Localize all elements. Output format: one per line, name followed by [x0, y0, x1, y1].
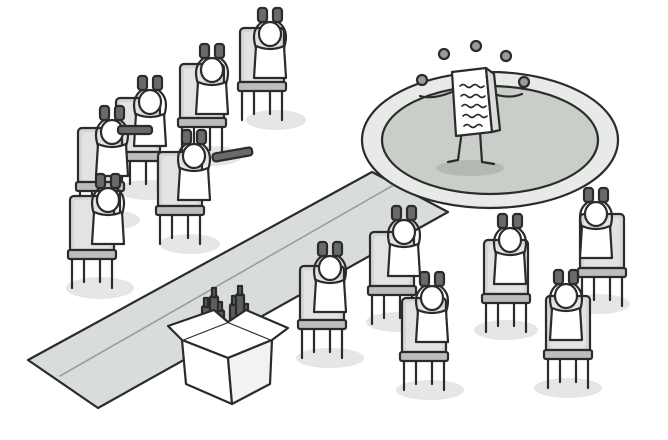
box-of-binoculars: [166, 284, 290, 406]
telescope-icon: [116, 124, 154, 136]
seated-viewer-front-3: [396, 270, 464, 400]
juggled-balls: [415, 39, 531, 89]
stage: [360, 70, 620, 210]
seated-viewer-front-1: [296, 240, 364, 368]
document-performer: [415, 39, 531, 166]
audience-front: [296, 186, 630, 400]
seated-viewer-front-6: [534, 268, 602, 398]
seated-viewer-left-1: [236, 6, 306, 130]
seated-viewer-left-6: [66, 172, 134, 299]
seated-viewer-front-4: [474, 212, 538, 340]
audience-left: [66, 6, 306, 299]
telescope-icon: [211, 146, 254, 163]
seated-viewer-left-5: [154, 128, 254, 254]
